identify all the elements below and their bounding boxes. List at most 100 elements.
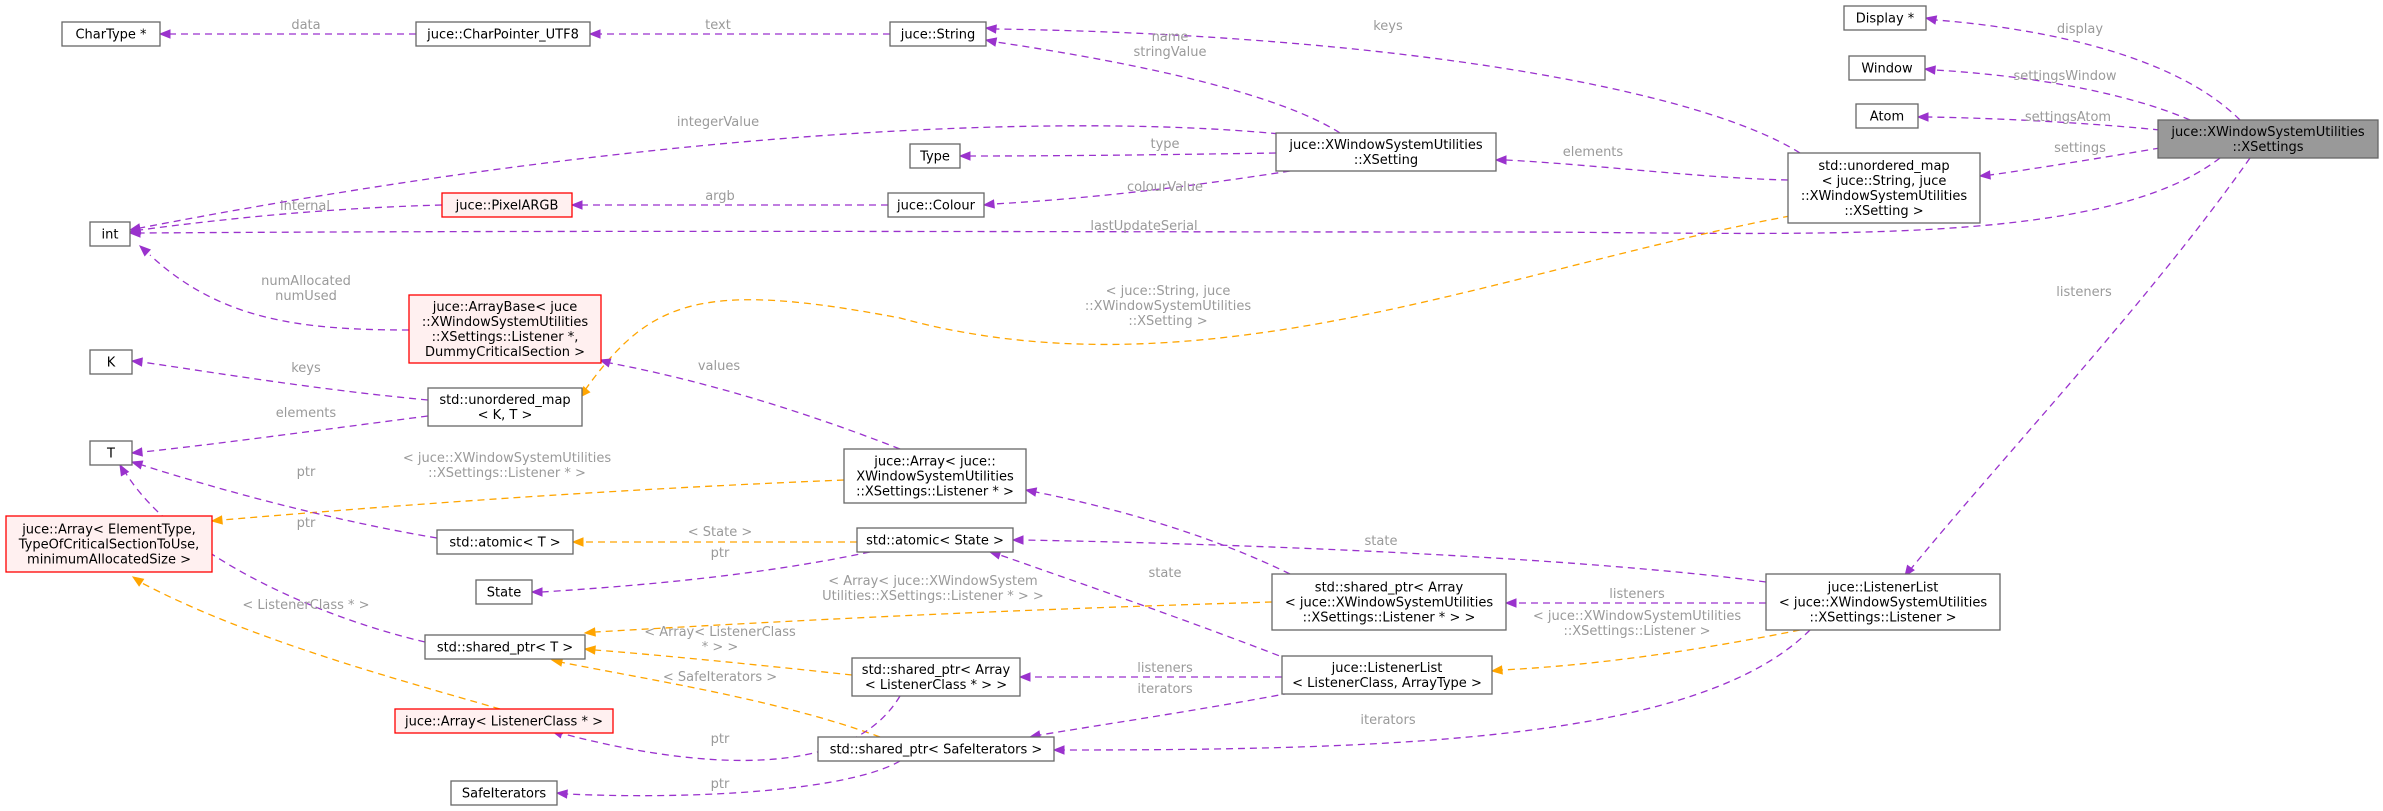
node-arraybase[interactable]: juce::ArrayBase< juce::XWindowSystemUtil… (408, 294, 602, 364)
edge-xsettings-window-arrowhead (1923, 65, 1936, 75)
edge-label-listeners_lc: listeners (1137, 661, 1193, 676)
edges-layer (119, 15, 2251, 799)
node-window[interactable]: Window (1848, 55, 1926, 81)
node-label: T (106, 447, 115, 462)
node-box (889, 21, 987, 47)
node-label: juce::ArrayBase< juce (432, 300, 577, 315)
edge-label-values: values (698, 359, 741, 374)
edge-xsettings-int-arrowhead (128, 228, 141, 238)
edge-label-numAllocated: numAllocated (261, 274, 351, 289)
node-label: minimumAllocatedSize > (27, 553, 191, 568)
node-atom[interactable]: Atom (1855, 103, 1919, 129)
edge-lllc-splc-arrowhead (1018, 672, 1031, 682)
edge-label-display: display (2057, 22, 2103, 37)
node-label: XWindowSystemUtilities (856, 470, 1014, 485)
edge-umapkt-t (130, 415, 429, 457)
node-chartype[interactable]: CharType * (61, 21, 161, 47)
edge-splc-spt (583, 645, 853, 676)
node-label: juce::PixelARGB (455, 199, 559, 214)
node-label: juce::ListenerList (1331, 661, 1443, 676)
node-box (2157, 119, 2379, 159)
node-string[interactable]: juce::String (889, 21, 987, 47)
edge-xsettings-umap-arrowhead (1978, 170, 1991, 180)
node-label: juce::XWindowSystemUtilities (1288, 138, 1483, 153)
edge-xsetting-type-arrowhead (958, 151, 971, 161)
node-box (394, 708, 614, 734)
edge-atomicstate-atomict (571, 537, 857, 547)
node-state[interactable]: State (475, 579, 533, 605)
node-array_generic[interactable]: juce::Array< ElementType,TypeOfCriticalS… (5, 515, 213, 573)
node-sp_safe[interactable]: std::shared_ptr< SafeIterators > (817, 736, 1055, 762)
node-pixelargb[interactable]: juce::PixelARGB (441, 192, 573, 218)
edge-label-listeners_xs: listeners (1609, 587, 1665, 602)
node-box (1765, 573, 2001, 631)
node-listenerlist_lc[interactable]: juce::ListenerList< ListenerClass, Array… (1281, 655, 1493, 695)
node-label: ::XSettings::Listener * > (856, 485, 1014, 500)
edge-xsetting-colour-arrowhead (982, 199, 995, 209)
node-label: std::shared_ptr< T > (437, 641, 573, 656)
node-label: ::XWindowSystemUtilities (422, 315, 589, 330)
node-array_lc[interactable]: juce::Array< ListenerClass * > (394, 708, 614, 734)
node-umap_str[interactable]: std::unordered_map< juce::String, juce::… (1787, 152, 1981, 224)
edge-umapkt-k (130, 357, 429, 401)
node-box (1855, 103, 1919, 129)
node-label: CharType * (75, 28, 147, 43)
node-int[interactable]: int (89, 221, 131, 247)
edge-label-tmpl_umap: ::XSetting > (1128, 314, 1207, 329)
node-label: SafeIterators (462, 787, 546, 802)
edge-label-numAllocated: numUsed (275, 289, 337, 304)
node-display[interactable]: Display * (1843, 5, 1927, 31)
node-charpointer[interactable]: juce::CharPointer_UTF8 (415, 21, 591, 47)
edge-label-name: stringValue (1133, 45, 1206, 60)
node-label: State (487, 586, 521, 601)
node-k[interactable]: K (89, 349, 133, 375)
node-label: ::XSettings (2233, 140, 2304, 155)
node-box (415, 21, 591, 47)
edge-label-colourValue: colourValue (1127, 180, 1203, 195)
node-umap_kt[interactable]: std::unordered_map< K, T > (427, 387, 583, 427)
edge-label-tmpl_ll: ::XSettings::Listener > (1563, 624, 1710, 639)
edge-llxs-atomicstate (1011, 535, 1767, 583)
node-box (408, 294, 602, 364)
node-t[interactable]: T (89, 440, 133, 466)
node-array_listener[interactable]: juce::Array< juce::XWindowSystemUtilitie… (843, 448, 1027, 504)
edge-umap-string (984, 24, 1801, 154)
edge-llxs-spxs (1504, 598, 1766, 608)
edge-label-tmpl_sp_xs: < Array< juce::XWindowSystem (828, 574, 1037, 589)
node-label: ::XSetting > (1844, 204, 1923, 219)
edge-label-internal: internal (280, 199, 330, 214)
node-sp_t[interactable]: std::shared_ptr< T > (424, 634, 586, 660)
edge-label-settingsWindow: settingsWindow (2013, 69, 2116, 84)
edge-xsettings-int (128, 157, 2221, 238)
node-type[interactable]: Type (909, 143, 961, 169)
edge-umap-xsetting (1494, 155, 1789, 181)
node-atomic_state[interactable]: std::atomic< State > (856, 527, 1014, 553)
edge-umap-xsetting-arrowhead (1494, 155, 1507, 165)
node-listenerlist_xs[interactable]: juce::ListenerList< juce::XWindowSystemU… (1765, 573, 2001, 631)
node-xsettings[interactable]: juce::XWindowSystemUtilities::XSettings (2157, 119, 2379, 159)
edge-label-state_2: state (1149, 566, 1182, 581)
edge-llxs-lllc-arrowhead (1490, 665, 1503, 675)
node-box (856, 527, 1014, 553)
edge-spt-t (119, 463, 426, 643)
node-colour[interactable]: juce::Colour (887, 192, 985, 218)
node-sp_array_lc[interactable]: std::shared_ptr< Array< ListenerClass * … (851, 657, 1021, 697)
node-atomic_t[interactable]: std::atomic< T > (436, 529, 574, 555)
node-label: std::unordered_map (439, 393, 570, 408)
edge-llxs-spsafe-arrowhead (1052, 745, 1065, 755)
node-safeiterators[interactable]: SafeIterators (450, 780, 558, 806)
node-label: ::XSetting (1354, 153, 1418, 168)
node-box (436, 529, 574, 555)
node-xsetting[interactable]: juce::XWindowSystemUtilities::XSetting (1275, 132, 1497, 172)
edge-atomicstate-state-arrowhead (530, 587, 543, 597)
edge-label-tmpl_array: ::XSettings::Listener * > (428, 466, 586, 481)
node-box (5, 515, 213, 573)
node-sp_array_xs[interactable]: std::shared_ptr< Array< juce::XWindowSys… (1271, 573, 1507, 631)
node-box (427, 387, 583, 427)
edge-label-elements_str: elements (1563, 145, 1624, 160)
edge-label-ptr_atomic: ptr (297, 465, 316, 480)
edge-xsettings-window (1923, 65, 2191, 121)
node-label: juce::Array< ElementType, (21, 523, 196, 538)
node-label: < juce::XWindowSystemUtilities (1285, 596, 1494, 611)
